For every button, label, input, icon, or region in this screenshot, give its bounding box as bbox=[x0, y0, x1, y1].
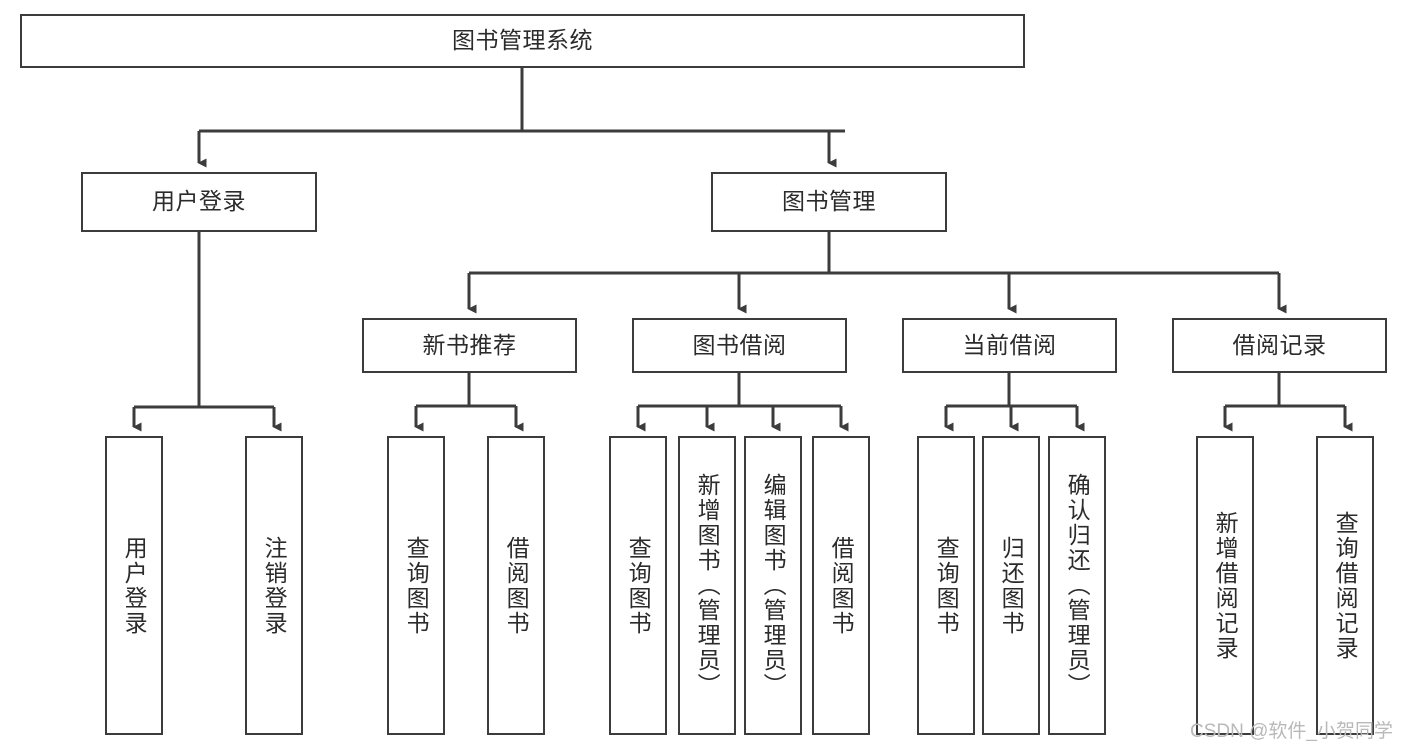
node-leaf-add-book[interactable]: 新增图书（管理员） bbox=[678, 436, 736, 735]
node-borrow-record-label: 借阅记录 bbox=[1232, 331, 1327, 358]
edge-root-to-level2 bbox=[197, 68, 845, 168]
node-leaf-query-book-1-label: 查询图书 bbox=[403, 535, 430, 636]
node-book-manage-label: 图书管理 bbox=[782, 188, 876, 215]
node-leaf-add-record[interactable]: 新增借阅记录 bbox=[1196, 436, 1254, 735]
node-leaf-query-record[interactable]: 查询借阅记录 bbox=[1316, 436, 1374, 735]
node-leaf-borrow-book-2-label: 借阅图书 bbox=[828, 535, 855, 636]
csdn-watermark: CSDN @软件_小贺同学 bbox=[1190, 721, 1393, 742]
node-current-borrow-label: 当前借阅 bbox=[962, 331, 1057, 358]
node-leaf-edit-book[interactable]: 编辑图书（管理员） bbox=[744, 436, 802, 735]
node-leaf-return-book[interactable]: 归还图书 bbox=[982, 436, 1040, 735]
node-current-borrow[interactable]: 当前借阅 bbox=[902, 318, 1117, 373]
edge-bookmanage-to-level3 bbox=[467, 232, 1287, 314]
node-leaf-query-record-label: 查询借阅记录 bbox=[1332, 510, 1359, 661]
node-leaf-confirm-return[interactable]: 确认归还（管理员） bbox=[1048, 436, 1106, 735]
node-leaf-query-book-2-label: 查询图书 bbox=[625, 535, 652, 636]
node-book-borrow[interactable]: 图书借阅 bbox=[632, 318, 847, 373]
node-leaf-user-login-label: 用户登录 bbox=[121, 535, 148, 636]
node-new-book-rec-label: 新书推荐 bbox=[422, 331, 517, 358]
node-leaf-add-record-label: 新增借阅记录 bbox=[1212, 510, 1239, 661]
edge-newbook-to-leaves bbox=[414, 373, 524, 432]
node-root-label: 图书管理系统 bbox=[452, 27, 593, 54]
node-new-book-rec[interactable]: 新书推荐 bbox=[362, 318, 577, 373]
node-leaf-borrow-book-1-label: 借阅图书 bbox=[503, 535, 530, 636]
node-leaf-return-book-label: 归还图书 bbox=[998, 535, 1025, 636]
node-book-borrow-label: 图书借阅 bbox=[692, 331, 787, 358]
node-leaf-logout-label: 注销登录 bbox=[261, 535, 288, 636]
node-leaf-query-book-3[interactable]: 查询图书 bbox=[917, 436, 975, 735]
node-leaf-borrow-book-1[interactable]: 借阅图书 bbox=[487, 436, 545, 735]
node-leaf-edit-book-label: 编辑图书（管理员） bbox=[760, 473, 787, 698]
node-borrow-record[interactable]: 借阅记录 bbox=[1172, 318, 1387, 373]
node-leaf-logout[interactable]: 注销登录 bbox=[245, 436, 303, 735]
node-leaf-query-book-2[interactable]: 查询图书 bbox=[609, 436, 667, 735]
node-book-manage[interactable]: 图书管理 bbox=[711, 172, 947, 232]
node-root[interactable]: 图书管理系统 bbox=[20, 14, 1025, 68]
node-leaf-add-book-label: 新增图书（管理员） bbox=[694, 473, 721, 698]
node-leaf-user-login[interactable]: 用户登录 bbox=[105, 436, 163, 735]
node-leaf-query-book-1[interactable]: 查询图书 bbox=[387, 436, 445, 735]
edge-borrowrecord-to-leaves bbox=[1223, 373, 1353, 432]
node-leaf-confirm-return-label: 确认归还（管理员） bbox=[1064, 473, 1091, 698]
node-leaf-borrow-book-2[interactable]: 借阅图书 bbox=[812, 436, 870, 735]
edge-currentborrow-to-leaves bbox=[944, 373, 1085, 432]
node-leaf-query-book-3-label: 查询图书 bbox=[933, 535, 960, 636]
edge-bookborrow-to-leaves bbox=[636, 373, 849, 432]
node-user-login[interactable]: 用户登录 bbox=[81, 172, 317, 232]
node-user-login-label: 用户登录 bbox=[152, 188, 246, 215]
edge-userlogin-to-leaves bbox=[132, 232, 282, 432]
